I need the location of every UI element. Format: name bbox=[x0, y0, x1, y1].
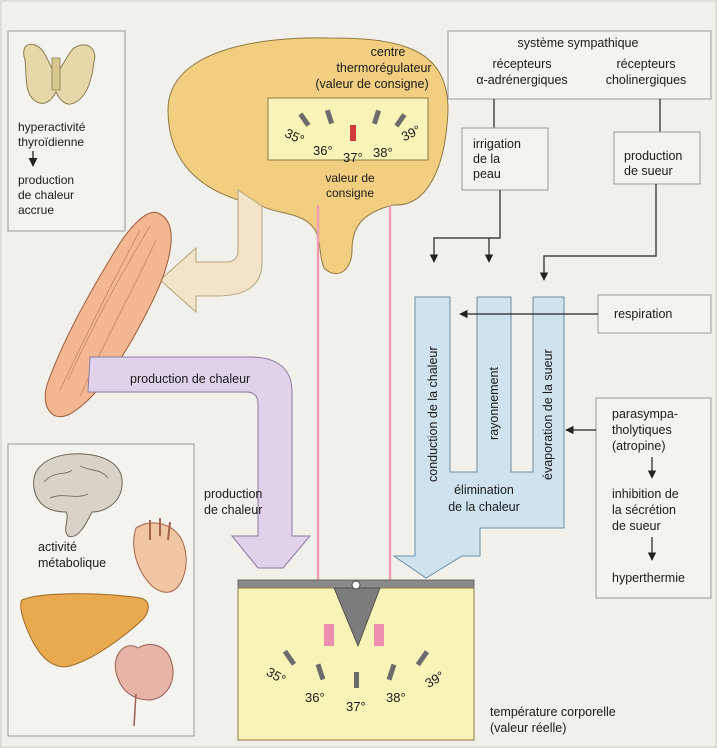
body-temp-label-1: température corporelle bbox=[490, 705, 616, 719]
skin-irrigation-3: peau bbox=[473, 167, 501, 181]
thyroid-box: hyperactivité thyroïdienne production de… bbox=[8, 31, 125, 231]
elimination-label-1: élimination bbox=[454, 483, 514, 497]
sweat-production-1: production bbox=[624, 149, 682, 163]
pink-coil-right bbox=[374, 624, 384, 646]
parasym-label-2: tholytiques bbox=[612, 423, 672, 437]
elimination-label-2: de la chaleur bbox=[448, 500, 520, 514]
pink-coil-left bbox=[324, 624, 334, 646]
evaporation-label: évaporation de la sueur bbox=[541, 349, 555, 480]
thyroid-label-2: thyroïdienne bbox=[18, 135, 84, 149]
respiration-label: respiration bbox=[614, 307, 672, 321]
alpha-receptors-2: α-adrénergiques bbox=[476, 73, 567, 87]
parasym-label-3: (atropine) bbox=[612, 439, 666, 453]
setpoint-37: 37° bbox=[343, 150, 363, 165]
conduction-label: conduction de la chaleur bbox=[426, 346, 440, 482]
radiation-label: rayonnement bbox=[487, 367, 501, 440]
setpoint-38: 38° bbox=[373, 145, 393, 160]
setpoint-marker bbox=[350, 125, 356, 141]
parasym-label-5: la sécrétion bbox=[612, 503, 676, 517]
cholinergic-receptors-2: cholinergiques bbox=[606, 73, 687, 87]
body-temp-37: 37° bbox=[346, 699, 366, 714]
thyroid-label-5: accrue bbox=[18, 203, 54, 217]
metabolic-label-1: activité bbox=[38, 540, 77, 554]
center-label-3: (valeur de consigne) bbox=[315, 77, 428, 91]
heat-production-label-3: de chaleur bbox=[204, 503, 262, 517]
thyroid-label-4: de chaleur bbox=[18, 188, 74, 202]
alpha-receptors-1: récepteurs bbox=[492, 57, 551, 71]
parasym-label-4: inhibition de bbox=[612, 487, 679, 501]
skin-irrigation-1: irrigation bbox=[473, 137, 521, 151]
metabolic-label-2: métabolique bbox=[38, 556, 106, 570]
setpoint-label-1: valeur de bbox=[325, 171, 375, 185]
setpoint-label-2: consigne bbox=[326, 186, 374, 200]
parasym-label-1: parasympa- bbox=[612, 407, 678, 421]
thyroid-label-1: hyperactivité bbox=[18, 120, 86, 134]
skin-irrigation-2: de la bbox=[473, 152, 500, 166]
setpoint-36: 36° bbox=[313, 143, 333, 158]
parasym-label-6: de sueur bbox=[612, 519, 661, 533]
body-temp-36: 36° bbox=[305, 690, 325, 705]
sympathetic-title: système sympathique bbox=[518, 36, 639, 50]
heat-production-label-2: production bbox=[204, 487, 262, 501]
center-label-1: centre bbox=[371, 45, 406, 59]
center-label-2: thermorégulateur bbox=[336, 61, 431, 75]
pivot bbox=[352, 581, 360, 589]
parasym-label-7: hyperthermie bbox=[612, 571, 685, 585]
sweat-production-2: de sueur bbox=[624, 164, 673, 178]
body-temp-label-2: (valeur réelle) bbox=[490, 721, 566, 735]
thyroid-label-3: production bbox=[18, 173, 74, 187]
cholinergic-receptors-1: récepteurs bbox=[616, 57, 675, 71]
body-temp-38: 38° bbox=[386, 690, 406, 705]
heat-production-label-1: production de chaleur bbox=[130, 372, 250, 386]
